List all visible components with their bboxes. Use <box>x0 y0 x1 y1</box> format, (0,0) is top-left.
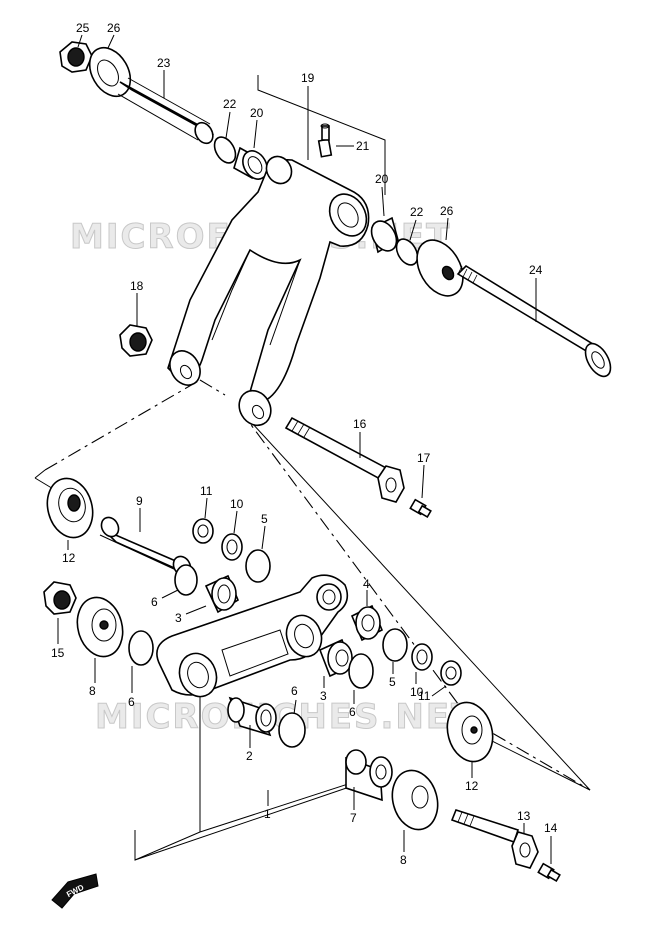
label-22-left: 22 <box>223 97 237 111</box>
label-22-right: 22 <box>410 205 424 219</box>
part-22-oring-right <box>395 238 419 266</box>
label-3-right: 3 <box>320 689 327 703</box>
part-12-washer-right <box>446 701 494 763</box>
part-16-bolt <box>284 416 405 503</box>
label-12-right: 12 <box>465 779 479 793</box>
part-20-bearing-right <box>370 216 399 254</box>
part-8-washer-right <box>391 769 439 831</box>
part-26-washer-top <box>88 46 132 98</box>
label-8-right: 8 <box>400 853 407 867</box>
label-11-left: 11 <box>200 484 213 498</box>
part-18-nut <box>119 324 153 357</box>
label-3-left: 3 <box>175 611 182 625</box>
label-26-right: 26 <box>440 204 454 218</box>
label-7: 7 <box>350 811 357 825</box>
label-18: 18 <box>130 279 144 293</box>
part-labels: 25 26 23 22 20 19 21 20 22 26 24 18 16 1… <box>51 21 558 867</box>
label-4: 4 <box>363 577 370 591</box>
part-10-ring-left <box>221 533 243 561</box>
part-9-sleeve <box>99 516 192 577</box>
part-22-oring-left <box>213 136 237 164</box>
label-20-right: 20 <box>375 172 389 186</box>
part-24-bolt <box>456 264 612 378</box>
label-1: 1 <box>264 807 271 821</box>
label-16: 16 <box>353 417 367 431</box>
part-6-oring-c <box>348 653 374 689</box>
part-12-washer-left <box>46 477 94 539</box>
label-17: 17 <box>417 451 431 465</box>
label-10-right: 10 <box>410 685 424 699</box>
part-8-washer-left <box>76 596 124 658</box>
part-26-washer-right <box>416 239 464 297</box>
part-19-cushion-lever <box>167 155 370 427</box>
label-2: 2 <box>246 749 253 763</box>
label-12-left: 12 <box>62 551 76 565</box>
label-14: 14 <box>544 821 558 835</box>
part-23-sleeve <box>117 77 215 145</box>
label-6-c: 6 <box>349 705 356 719</box>
label-26-top: 26 <box>107 21 121 35</box>
part-13-bolt <box>450 809 539 869</box>
label-11-right: 11 <box>418 689 431 703</box>
label-5-left: 5 <box>261 512 268 526</box>
part-6-oring-d <box>278 712 306 748</box>
part-7-sleeve <box>345 749 393 802</box>
label-6-a: 6 <box>151 595 158 609</box>
watermark-bottom: MICROFICHES.NET <box>95 697 476 737</box>
part-4-bearing <box>350 604 384 642</box>
part-20-bearing-left <box>233 146 268 180</box>
part-10-ring-right <box>411 643 433 671</box>
leader-lines <box>57 34 552 864</box>
label-21: 21 <box>356 139 370 153</box>
part-1-cushion-rod <box>156 574 349 698</box>
part-6-oring-b <box>128 630 154 666</box>
part-21-grease-fitting <box>317 123 333 158</box>
label-5-right: 5 <box>389 675 396 689</box>
part-5-oring-left <box>245 549 271 583</box>
fwd-direction-icon: FWD <box>51 873 99 909</box>
part-3-bearing-left <box>204 574 240 614</box>
label-15: 15 <box>51 646 65 660</box>
label-20-left: 20 <box>250 106 264 120</box>
label-19: 19 <box>301 71 315 85</box>
part-15-nut <box>43 581 77 615</box>
part-11-grease-seal-left <box>192 518 214 544</box>
label-6-b: 6 <box>128 695 135 709</box>
label-13: 13 <box>517 809 531 823</box>
label-25: 25 <box>76 21 90 35</box>
part-17-grease-fitting <box>409 498 432 519</box>
part-6-oring-a <box>174 564 198 596</box>
label-8-left: 8 <box>89 684 96 698</box>
part-2-sleeve <box>227 696 277 737</box>
part-25-nut <box>59 41 93 73</box>
label-6-d: 6 <box>291 684 298 698</box>
label-23: 23 <box>157 56 171 70</box>
part-14-grease-fitting <box>537 862 561 883</box>
label-9: 9 <box>136 494 143 508</box>
label-24: 24 <box>529 263 543 277</box>
label-10-left: 10 <box>230 497 244 511</box>
part-3-bearing-right <box>318 638 354 678</box>
part-5-oring-right <box>382 628 408 662</box>
part-11-grease-seal-right <box>440 660 462 686</box>
